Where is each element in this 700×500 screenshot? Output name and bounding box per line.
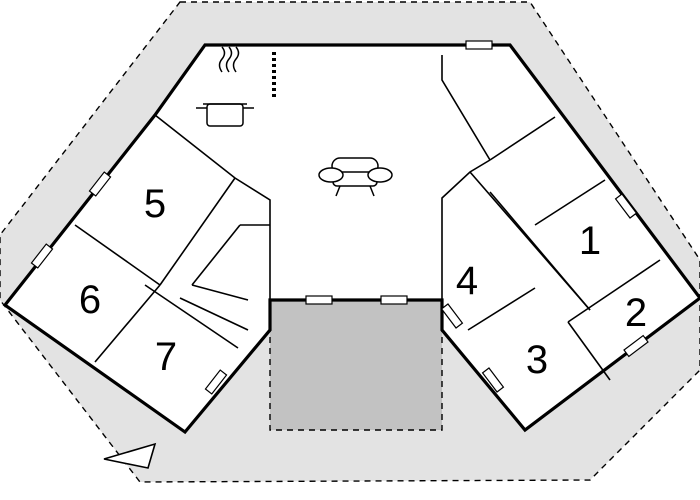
window xyxy=(465,40,493,50)
building xyxy=(2,43,700,435)
north-arrow-icon xyxy=(103,442,157,469)
room-label-5: 5 xyxy=(144,182,166,226)
room-label-6: 6 xyxy=(79,278,101,322)
window xyxy=(30,243,54,269)
sofa-icon xyxy=(318,157,393,197)
window xyxy=(305,295,333,305)
cooking-pot-icon xyxy=(196,46,254,127)
window xyxy=(623,334,649,358)
interior-walls xyxy=(74,55,661,381)
window xyxy=(88,171,112,197)
room-label-1: 1 xyxy=(579,219,601,263)
room-label-4: 4 xyxy=(456,259,478,303)
window xyxy=(204,369,228,395)
window xyxy=(481,367,505,393)
room-label-2: 2 xyxy=(625,291,647,335)
room-label-3: 3 xyxy=(526,338,548,382)
window xyxy=(380,295,408,305)
terrace xyxy=(269,299,443,431)
window xyxy=(440,303,464,329)
window xyxy=(614,193,638,219)
windows xyxy=(30,40,649,395)
room-label-7: 7 xyxy=(155,335,177,379)
